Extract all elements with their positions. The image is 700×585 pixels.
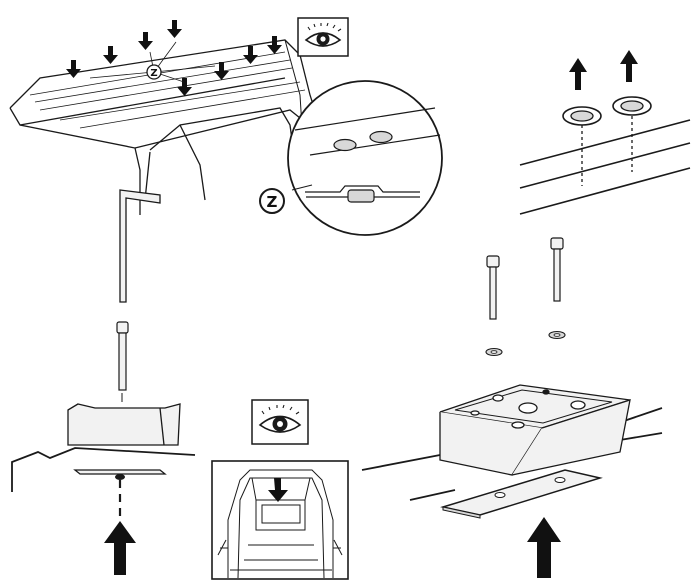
washer <box>548 330 566 340</box>
mounting-plate <box>440 469 603 519</box>
arrow-down-icon <box>138 32 153 50</box>
van-rear-view <box>211 460 349 580</box>
z-callout-badge <box>259 188 285 214</box>
eye-icon <box>251 399 309 445</box>
arrow-up-icon <box>569 58 587 90</box>
washer-removal-illustration <box>519 110 691 215</box>
roof-rail-lines <box>361 407 663 501</box>
bolt <box>116 321 129 391</box>
arrow-up-icon <box>620 50 638 82</box>
arrow-down-icon <box>214 62 229 80</box>
arrow-down-icon <box>167 20 182 38</box>
z-point-marker <box>146 64 162 80</box>
z-point-label: Z <box>150 68 157 79</box>
arrow-down-icon <box>177 78 192 96</box>
roof-press-arrows <box>66 20 282 96</box>
bolt <box>550 237 564 302</box>
arrow-down-icon <box>268 478 288 502</box>
z-callout-label: Z <box>267 193 278 211</box>
bolt <box>486 255 500 320</box>
arrow-down-icon <box>103 46 118 64</box>
arrow-down-icon <box>243 46 258 64</box>
detail-callout-magnifier <box>287 80 443 236</box>
rubber-washer <box>612 96 652 116</box>
roof-foot-block <box>67 403 181 446</box>
rubber-washer <box>562 106 602 126</box>
mounting-plate <box>73 469 167 480</box>
roof-profile-line <box>11 447 196 492</box>
arrow-up-icon <box>104 521 136 575</box>
arrow-up-icon <box>527 517 561 578</box>
arrow-down-icon <box>66 60 81 78</box>
arrow-down-icon <box>267 36 282 54</box>
allen-key <box>119 189 161 303</box>
eye-icon <box>297 17 349 57</box>
roof-foot-block <box>439 384 631 476</box>
washer <box>485 347 503 357</box>
